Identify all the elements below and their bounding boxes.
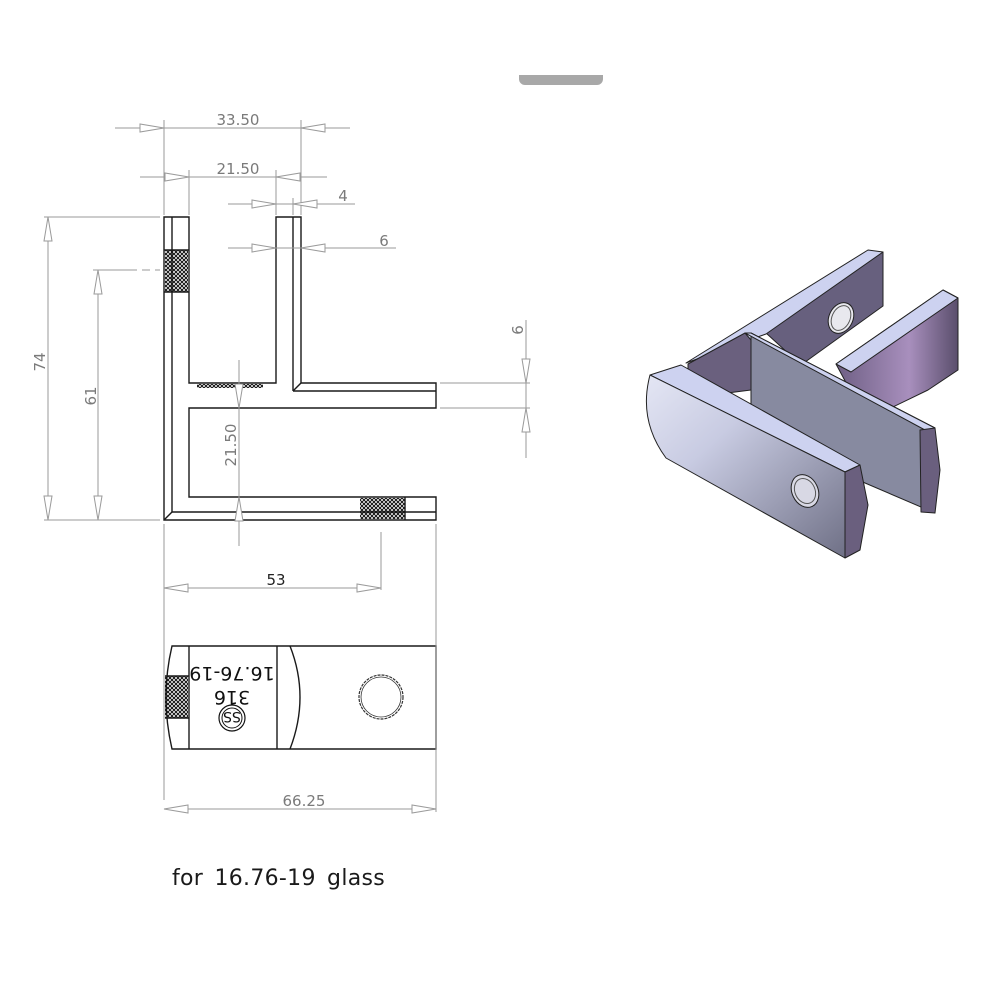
svg-text:316: 316 <box>214 686 250 708</box>
dimension-hole-position: 53 <box>163 524 382 800</box>
ss-logo: SS <box>223 708 241 724</box>
dimension-arm-thickness: 6 <box>440 320 531 458</box>
svg-text:74: 74 <box>31 352 49 371</box>
dimension-inner-width: 21.50 <box>140 160 327 215</box>
svg-text:66.25: 66.25 <box>283 792 326 810</box>
dimension-hole-height: 61 <box>82 269 160 521</box>
dimension-overall-width: 33.50 <box>115 111 350 215</box>
isometric-view <box>645 249 959 559</box>
thread-hatch-side <box>165 676 188 718</box>
front-view: 33.50 21.50 4 6 <box>31 111 531 800</box>
svg-text:33.50: 33.50 <box>217 111 260 129</box>
svg-text:53: 53 <box>266 571 285 589</box>
svg-text:4: 4 <box>338 187 348 205</box>
engraving: 16.76-19 316 SS <box>189 662 275 732</box>
thread-hatch-mid <box>197 384 263 388</box>
svg-text:21.50: 21.50 <box>217 160 260 178</box>
bottom-view: 16.76-19 316 SS 66.25 <box>163 524 437 814</box>
thread-hatch-left <box>165 250 188 292</box>
dimension-overall-length: 66.25 <box>163 524 437 814</box>
hole-circle <box>358 674 404 720</box>
dimension-wall-4: 4 <box>228 187 355 215</box>
svg-text:6: 6 <box>509 325 527 335</box>
svg-text:61: 61 <box>82 386 100 405</box>
dimension-inner-gap: 21.50 <box>222 360 244 546</box>
hole-inner <box>360 676 402 718</box>
thread-hatch-bottom <box>360 498 405 519</box>
caption: for 16.76-19 glass <box>172 866 386 891</box>
svg-text:6: 6 <box>379 232 389 250</box>
dimension-wall-6: 6 <box>228 232 396 253</box>
dimension-overall-height: 74 <box>31 216 160 521</box>
top-tab[interactable] <box>519 75 603 85</box>
svg-text:16.76-19: 16.76-19 <box>189 662 274 684</box>
svg-text:21.50: 21.50 <box>222 424 240 467</box>
